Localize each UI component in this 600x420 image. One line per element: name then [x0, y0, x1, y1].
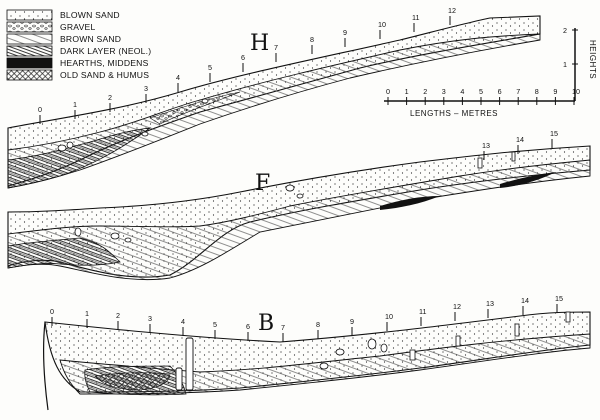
length-tick-label-4: 4 — [460, 87, 464, 96]
section-b-tick-label-13: 13 — [486, 299, 494, 308]
section-h-tick-label-11: 11 — [412, 13, 419, 22]
section-f-hearth-2 — [500, 172, 556, 188]
section-h-tick-label-4: 4 — [176, 73, 180, 82]
height-tick-2: 2 — [563, 26, 567, 35]
legend-label-blown-sand: BLOWN SAND — [60, 10, 120, 20]
section-h-tick-label-7: 7 — [274, 43, 278, 52]
section-b-tick-label-4: 4 — [181, 317, 185, 326]
length-tick-label-6: 6 — [498, 87, 502, 96]
swatch-brown-sand — [6, 33, 53, 45]
section-b-tick-label-8: 8 — [316, 320, 320, 329]
section-b-tick-label-6: 6 — [246, 322, 250, 331]
length-tick-label-2: 2 — [423, 87, 427, 96]
length-tick-label-8: 8 — [535, 87, 539, 96]
section-b-tick-label-9: 9 — [350, 317, 354, 326]
section-b-rock-edge — [42, 321, 49, 411]
section-b-label: B — [258, 311, 274, 336]
section-f-tick-label-14: 14 — [516, 135, 524, 144]
section-b-tick-label-1: 1 — [85, 309, 89, 318]
section-f-ticks: 13 14 15 — [482, 129, 558, 160]
swatch-dark-layer — [6, 45, 53, 57]
legend-swatches — [6, 9, 53, 81]
section-b-tick-label-3: 3 — [148, 314, 152, 323]
section-b-tick-label-0: 0 — [50, 307, 54, 316]
swatch-gravel — [6, 21, 53, 33]
length-tick-label-0: 0 — [386, 87, 390, 96]
section-h-tick-label-8: 8 — [310, 35, 314, 44]
section-h-gravel — [149, 91, 241, 125]
section-b-stones — [175, 311, 571, 391]
section-b-tick-label-5: 5 — [213, 320, 217, 329]
legend-label-old-sand: OLD SAND & HUMUS — [60, 70, 149, 80]
legend-label-dark-layer: DARK LAYER (NEOL.) — [60, 46, 151, 56]
swatch-hearths — [6, 57, 53, 69]
length-tick-label-9: 9 — [553, 87, 557, 96]
length-tick-label-5: 5 — [479, 87, 483, 96]
length-tick-label-3: 3 — [442, 87, 446, 96]
legend-label-gravel: GRAVEL — [60, 22, 95, 32]
length-tick-label-7: 7 — [516, 87, 520, 96]
section-h-tick-label-10: 10 — [378, 20, 386, 29]
section-b-tick-label-7: 7 — [281, 323, 285, 332]
section-h-tick-label-2: 2 — [108, 93, 112, 102]
section-h-tick-label-9: 9 — [343, 28, 347, 37]
section-b-tick-label-15: 15 — [555, 294, 563, 303]
section-h-tick-label-5: 5 — [208, 63, 212, 72]
heights-label: HEIGHTS — [588, 40, 597, 79]
section-f-hearth-1 — [380, 196, 440, 210]
swatch-blown-sand — [6, 9, 53, 21]
height-tick-1: 1 — [563, 60, 567, 69]
swatch-old-sand — [6, 69, 53, 81]
section-f-brown-sand — [7, 159, 591, 281]
section-h-stones — [57, 98, 209, 152]
section-f-label: F — [255, 171, 270, 196]
section-h-tick-label-0: 0 — [38, 105, 42, 114]
section-b-tick-label-11: 11 — [419, 307, 426, 316]
length-tick-label-1: 1 — [405, 87, 409, 96]
section-b-tick-label-10: 10 — [385, 312, 393, 321]
section-b-tick-label-12: 12 — [453, 302, 461, 311]
section-h-tick-label-3: 3 — [144, 84, 148, 93]
length-ticks: 0 1 2 3 4 5 6 7 8 9 10 — [386, 87, 580, 105]
legend: BLOWN SAND GRAVEL BROWN SAND DARK LAYER … — [6, 9, 151, 81]
section-f: 13 14 15 F — [7, 129, 591, 281]
section-b-old-sand — [94, 372, 171, 391]
section-f-tick-label-13: 13 — [482, 141, 490, 150]
lengths-label: LENGTHS – METRES — [410, 109, 498, 118]
section-f-tick-label-15: 15 — [550, 129, 558, 138]
section-h-tick-label-6: 6 — [241, 53, 245, 62]
section-h-tick-label-1: 1 — [73, 100, 77, 109]
legend-label-brown-sand: BROWN SAND — [60, 34, 121, 44]
section-h-label: H — [250, 31, 269, 56]
section-f-dark-layer — [7, 237, 121, 269]
length-tick-label-10: 10 — [572, 87, 580, 96]
section-h-tick-label-12: 12 — [448, 6, 456, 15]
section-b-tick-label-14: 14 — [521, 296, 529, 305]
section-f-stones — [74, 151, 516, 243]
section-b-tick-label-2: 2 — [116, 311, 120, 320]
legend-label-hearths: HEARTHS, MIDDENS — [60, 58, 149, 68]
